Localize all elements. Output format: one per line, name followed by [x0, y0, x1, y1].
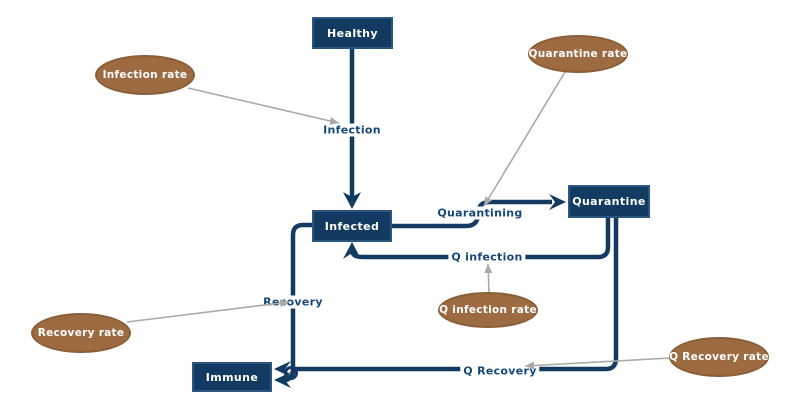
param-ellipse-quarantine-rate[interactable]: Quarantine rate — [528, 35, 628, 73]
flow-label-q-infection[interactable]: Q infection — [448, 250, 526, 264]
stock-quarantine[interactable]: Quarantine — [568, 185, 650, 218]
flow-arrowhead-infection — [343, 192, 361, 209]
flow-arrowhead-recovery — [274, 372, 291, 388]
param-ellipse-q-infection-rate[interactable]: Q infection rate — [438, 292, 538, 328]
connector-infection-rate[interactable] — [187, 87, 340, 125]
connector-q-recovery-rate[interactable] — [524, 357, 672, 370]
param-ellipse-infection-rate[interactable]: Infection rate — [95, 55, 195, 95]
flow-arrowhead-q-infection — [343, 242, 361, 259]
flow-arrowhead-quarantining — [549, 194, 566, 210]
param-ellipse-recovery-rate[interactable]: Recovery rate — [31, 313, 131, 353]
stock-infected[interactable]: Infected — [312, 210, 392, 242]
flow-line-q-infection[interactable] — [349, 218, 611, 260]
stock-healthy[interactable]: Healthy — [312, 17, 393, 49]
flow-label-quarantining[interactable]: Quarantining — [434, 206, 526, 220]
flow-label-recovery[interactable]: Recovery — [260, 295, 326, 309]
flow-label-q-recovery[interactable]: Q Recovery — [460, 364, 540, 378]
flow-label-infection[interactable]: Infection — [320, 123, 384, 137]
flow-line-q-recovery[interactable] — [293, 218, 619, 372]
stock-immune[interactable]: Immune — [192, 362, 272, 392]
connector-q-infection-rate[interactable] — [484, 263, 493, 293]
flow-arrowhead-q-recovery — [274, 361, 291, 377]
connector-quarantine-rate[interactable] — [483, 71, 566, 207]
connector-recovery-rate[interactable] — [126, 299, 290, 323]
param-ellipse-q-recovery-rate[interactable]: Q Recovery rate — [669, 337, 769, 377]
